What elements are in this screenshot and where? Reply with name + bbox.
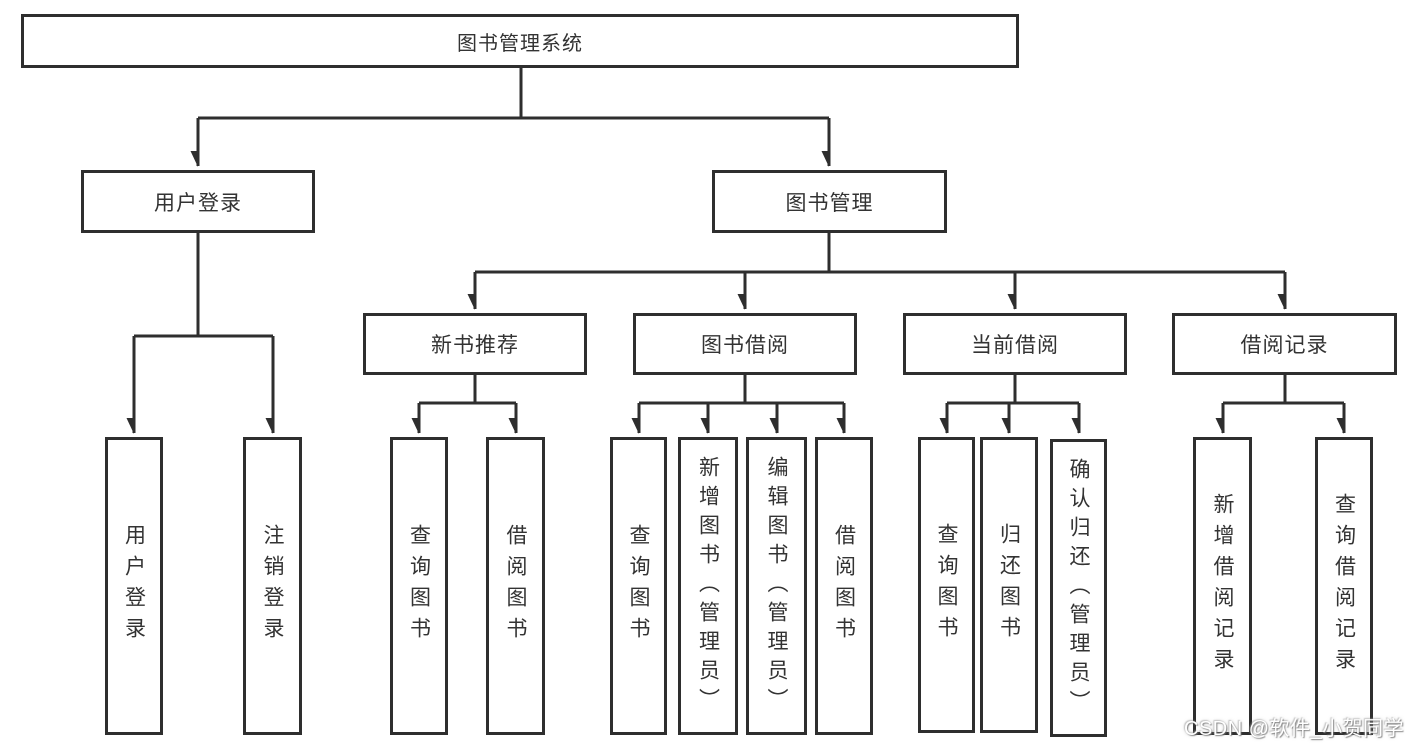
leaf-add-books-admin: 新增图书（管理员） — [678, 437, 738, 735]
leaf-add-books-admin-label: 新增图书（管理员） — [696, 455, 720, 717]
leaf-add-borrow-record: 新增借阅记录 — [1193, 437, 1252, 735]
leaf-query-books-current-label: 查询图书 — [935, 523, 959, 647]
leaf-query-borrow-record: 查询借阅记录 — [1315, 437, 1373, 735]
leaf-logout-label: 注销登录 — [261, 524, 285, 648]
leaf-return-books-label: 归还图书 — [997, 523, 1021, 647]
leaf-edit-books-admin-label: 编辑图书（管理员） — [765, 455, 789, 717]
leaf-query-books-current: 查询图书 — [918, 437, 975, 733]
node-book-management: 图书管理 — [712, 170, 947, 233]
leaf-borrow-books-recommend-label: 借阅图书 — [504, 524, 528, 648]
leaf-query-books-recommend-label: 查询图书 — [407, 524, 431, 648]
node-borrow-records: 借阅记录 — [1172, 313, 1397, 375]
leaf-user-login-label: 用户登录 — [122, 524, 146, 648]
node-root-library-system: 图书管理系统 — [21, 14, 1019, 68]
leaf-borrow-books: 借阅图书 — [815, 437, 873, 735]
leaf-borrow-books-label: 借阅图书 — [832, 524, 856, 648]
leaf-confirm-return-admin-label: 确认归还（管理员） — [1067, 457, 1091, 719]
node-book-borrow: 图书借阅 — [633, 313, 857, 375]
leaf-query-borrow-record-label: 查询借阅记录 — [1332, 493, 1356, 679]
leaf-query-books-borrow-label: 查询图书 — [627, 524, 651, 648]
leaf-add-borrow-record-label: 新增借阅记录 — [1211, 493, 1235, 679]
leaf-logout: 注销登录 — [243, 437, 302, 735]
leaf-query-books-borrow: 查询图书 — [610, 437, 667, 735]
leaf-user-login: 用户登录 — [105, 437, 163, 735]
leaf-query-books-recommend: 查询图书 — [390, 437, 448, 735]
leaf-return-books: 归还图书 — [980, 437, 1038, 733]
node-user-login: 用户登录 — [81, 170, 315, 233]
leaf-edit-books-admin: 编辑图书（管理员） — [746, 437, 807, 735]
node-current-borrow: 当前借阅 — [903, 313, 1127, 375]
leaf-confirm-return-admin: 确认归还（管理员） — [1050, 439, 1107, 737]
leaf-borrow-books-recommend: 借阅图书 — [486, 437, 545, 735]
node-new-book-recommend: 新书推荐 — [363, 313, 587, 375]
csdn-watermark: CSDN @软件_小贺同学 — [1184, 718, 1405, 740]
